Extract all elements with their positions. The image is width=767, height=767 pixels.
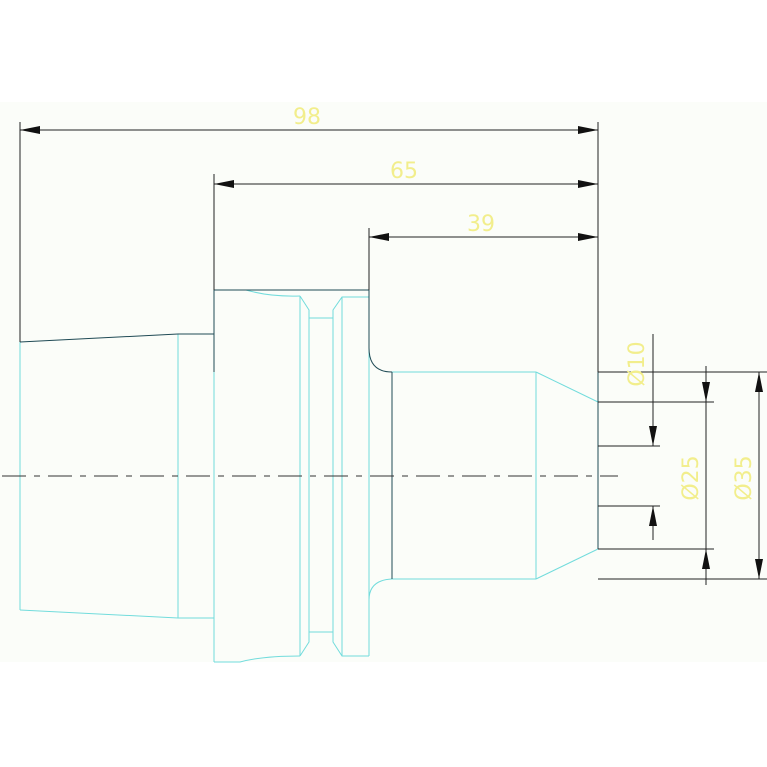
shoulder-top-fillet [368,290,393,373]
dimension-text-dia10: Ø10 [625,341,650,386]
dimension-text-dia35: Ø35 [732,455,757,500]
taper-bottom [535,548,599,580]
dimension-text-39: 39 [467,212,495,237]
left-section-top-edge [19,333,179,343]
flange-bottom-fillet [368,578,393,601]
flange-bottom [332,632,369,657]
collar-bottom-profile [214,655,301,663]
length-dimensions [19,122,599,372]
flange-top [332,296,369,318]
drawing-sheet [0,102,767,662]
dimension-text-65: 65 [390,159,418,184]
groove-left-chamfer-bottom [299,632,310,657]
groove-left-chamfer-top [299,295,310,318]
diameter-dimensions [598,334,767,585]
taper-top [535,371,599,403]
left-section-bottom-edge [19,609,179,619]
dimension-text-98: 98 [293,105,321,130]
dimension-text-dia25: Ø25 [679,455,704,500]
